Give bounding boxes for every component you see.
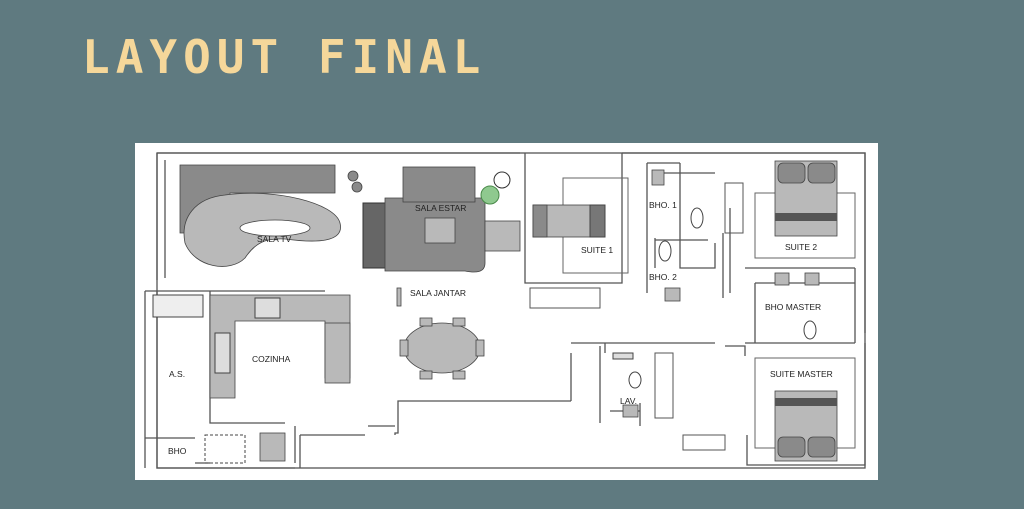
room-label-bho-1: BHO. 1 (649, 200, 677, 210)
room-label-bho-master: BHO MASTER (765, 302, 821, 312)
room-label-bho-2: BHO. 2 (649, 272, 677, 282)
room-label-cozinha: COZINHA (252, 354, 291, 364)
bathroom-fixtures (612, 169, 820, 418)
sala-tv-furniture (179, 164, 363, 267)
floor-plan: SALA TV SALA ESTAR SUITE 1 BHO. 1 BHO. 2… (135, 143, 878, 480)
suite-master-furniture (654, 352, 856, 462)
kitchen-furniture (152, 294, 351, 464)
sala-estar-furniture (362, 166, 521, 273)
room-label-as: A.S. (169, 369, 185, 379)
room-label-sala-estar: SALA ESTAR (415, 203, 466, 213)
room-label-lav: LAV. (620, 396, 637, 406)
room-label-suite-1: SUITE 1 (581, 245, 613, 255)
suite-2-furniture (724, 160, 856, 259)
room-label-bho: BHO (168, 446, 187, 456)
page-title: LAYOUT FINAL (82, 30, 487, 84)
room-label-suite-master: SUITE MASTER (770, 369, 833, 379)
suite-1-furniture (529, 177, 629, 309)
room-label-suite-2: SUITE 2 (785, 242, 817, 252)
room-label-sala-tv: SALA TV (257, 234, 292, 244)
room-label-sala-jantar: SALA JANTAR (410, 288, 466, 298)
floor-plan-drawing: SALA TV SALA ESTAR SUITE 1 BHO. 1 BHO. 2… (144, 152, 866, 469)
dining-table (396, 287, 485, 380)
